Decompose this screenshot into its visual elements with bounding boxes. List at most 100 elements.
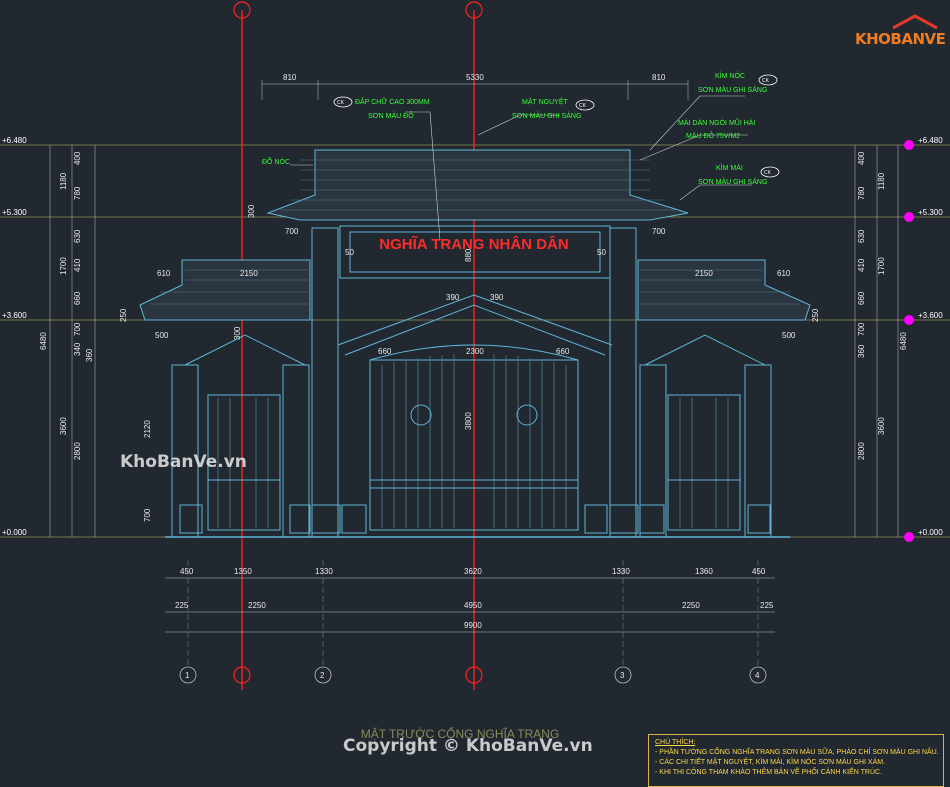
callout-dap-chu: ĐẮP CHỮ CAO 300MM bbox=[355, 97, 430, 106]
top-dimension-line bbox=[261, 80, 689, 100]
inner-dims: 700 700 2150 2150 610 610 500 500 660 66… bbox=[119, 204, 820, 430]
vdim: 410 bbox=[857, 258, 866, 272]
dim-bottom: 1360 bbox=[695, 567, 713, 576]
grid-axis-bubbles bbox=[179, 666, 767, 684]
axis-lines bbox=[241, 10, 475, 690]
vdim-total: 2800 bbox=[73, 442, 82, 460]
house-logo-icon bbox=[892, 14, 938, 30]
inner-dim: 50 bbox=[345, 248, 354, 257]
dim-bottom: 4950 bbox=[464, 601, 482, 610]
inner-dim: 500 bbox=[782, 331, 796, 340]
level-label: +5.300 bbox=[2, 208, 27, 217]
grid-axis-label: 4 bbox=[755, 671, 760, 680]
left-vdim-labels: 400 780 630 410 660 700 340 360 2120 700… bbox=[39, 151, 152, 522]
legend-box: CHÚ THÍCH: - PHẦN TƯỜNG CỔNG NGHĨA TRANG… bbox=[648, 734, 944, 787]
vdim: 780 bbox=[73, 186, 82, 200]
level-label: +5.300 bbox=[918, 208, 943, 217]
dim-bottom: 1330 bbox=[315, 567, 333, 576]
callout-leaders bbox=[290, 95, 752, 241]
vdim-total: 6480 bbox=[39, 332, 48, 350]
legend-title: CHÚ THÍCH: bbox=[655, 739, 696, 746]
vdim: 660 bbox=[73, 291, 82, 305]
inner-dim: 250 bbox=[119, 308, 128, 322]
vdim-total: 1700 bbox=[59, 257, 68, 275]
dim-bottom: 225 bbox=[760, 601, 774, 610]
gate-sign-text: NGHĨA TRANG NHÂN DÂN bbox=[379, 235, 568, 253]
inner-dim: 660 bbox=[378, 347, 392, 356]
level-markers-right bbox=[904, 140, 914, 542]
dim-bottom: 2250 bbox=[682, 601, 700, 610]
dim-bottom: 225 bbox=[175, 601, 189, 610]
legend-line: - KHI THI CÔNG THAM KHẢO THÊM BẢN VẼ PHỐ… bbox=[655, 769, 883, 776]
callout-tag: CK bbox=[337, 100, 345, 106]
dim-top: 5330 bbox=[466, 73, 484, 82]
legend-line: - CÁC CHI TIẾT MẶT NGUYỆT, KÌM MÁI, KÌM … bbox=[655, 759, 886, 766]
callout-tags bbox=[333, 74, 780, 178]
inner-dim: 2150 bbox=[240, 269, 258, 278]
dim-top: 810 bbox=[283, 73, 297, 82]
vdim: 700 bbox=[73, 322, 82, 336]
callout-kim-noc-sub: SƠN MÀU GHI SÁNG bbox=[698, 85, 767, 94]
dim-bottom: 450 bbox=[180, 567, 194, 576]
vdim: 340 bbox=[73, 342, 82, 356]
axis-markers-top bbox=[233, 1, 483, 684]
inner-dim: 610 bbox=[157, 269, 171, 278]
right-vdim-labels: 400 780 630 410 660 700 360 1180 1700 64… bbox=[857, 151, 908, 460]
vdim: 360 bbox=[85, 348, 94, 362]
callout-dap-chu-sub: SƠN MÀU ĐỎ bbox=[368, 111, 414, 120]
bottom-dimension-lines bbox=[165, 577, 775, 633]
inner-dim: 50 bbox=[597, 248, 606, 257]
dim-bottom: 1330 bbox=[612, 567, 630, 576]
level-label: +3.600 bbox=[2, 311, 27, 320]
legend-line: - PHẦN TƯỜNG CỔNG NGHĨA TRANG SƠN MÀU SỮ… bbox=[655, 749, 939, 756]
callout-tag: CK bbox=[764, 170, 772, 176]
view-title: MẶT TRƯỚC CỔNG NGHĨA TRANG bbox=[361, 726, 560, 741]
level-label: +0.000 bbox=[2, 528, 27, 537]
vdim: 360 bbox=[857, 344, 866, 358]
level-labels-left: +6.480 +5.300 +3.600 +0.000 bbox=[2, 136, 27, 537]
inner-dim: 2300 bbox=[466, 347, 484, 356]
callout-tag: CK bbox=[579, 103, 587, 109]
grid-axis-label: 2 bbox=[320, 671, 325, 680]
vdim: 700 bbox=[143, 508, 152, 522]
inner-dim: 2150 bbox=[695, 269, 713, 278]
level-label: +0.000 bbox=[918, 528, 943, 537]
level-label: +6.480 bbox=[918, 136, 943, 145]
dim-bottom: 2250 bbox=[248, 601, 266, 610]
callout-mat-nguyet-sub: SƠN MÀU GHI SÁNG bbox=[512, 111, 581, 120]
callout-mat-nguyet: MẶT NGUYỆT bbox=[522, 97, 568, 106]
callout-kim-mai: KÌM MÁI bbox=[716, 163, 743, 172]
watermark-left: KhoBanVe.vn bbox=[120, 452, 247, 472]
logo-text: KHOBANVE bbox=[855, 30, 946, 48]
vdim-total: 1180 bbox=[59, 172, 68, 190]
callout-mai-ngoi: MÁI DÁN NGÓI MŨI HÀI bbox=[678, 118, 755, 127]
inner-dim: 3800 bbox=[464, 412, 473, 430]
inner-dim: 700 bbox=[652, 227, 666, 236]
callout-kim-noc: KÌM NÓC bbox=[715, 71, 745, 80]
inner-dim: 390 bbox=[490, 293, 504, 302]
inner-dim: 390 bbox=[446, 293, 460, 302]
inner-dim: 300 bbox=[233, 326, 242, 340]
dim-top: 810 bbox=[652, 73, 666, 82]
vdim-total: 3600 bbox=[877, 417, 886, 435]
dim-bottom: 1350 bbox=[234, 567, 252, 576]
gate-elevation bbox=[139, 149, 811, 538]
inner-dim: 880 bbox=[464, 248, 473, 262]
grid-axis-label: 1 bbox=[185, 671, 190, 680]
vdim: 660 bbox=[857, 291, 866, 305]
grid-axis-label: 3 bbox=[620, 671, 625, 680]
vdim: 630 bbox=[857, 229, 866, 243]
level-labels-right: +6.480 +5.300 +3.600 +0.000 bbox=[918, 136, 943, 537]
inner-dim: 610 bbox=[777, 269, 791, 278]
vdim: 630 bbox=[73, 229, 82, 243]
callout-kim-mai-sub: SƠN MÀU GHI SÁNG bbox=[698, 177, 767, 186]
inner-dim: 250 bbox=[811, 308, 820, 322]
callout-tag: CK bbox=[762, 78, 770, 84]
level-label: +6.480 bbox=[2, 136, 27, 145]
inner-dim: 660 bbox=[556, 347, 570, 356]
dim-bottom: 450 bbox=[752, 567, 766, 576]
level-label: +3.600 bbox=[918, 311, 943, 320]
inner-dim: 500 bbox=[155, 331, 169, 340]
vdim: 780 bbox=[857, 186, 866, 200]
